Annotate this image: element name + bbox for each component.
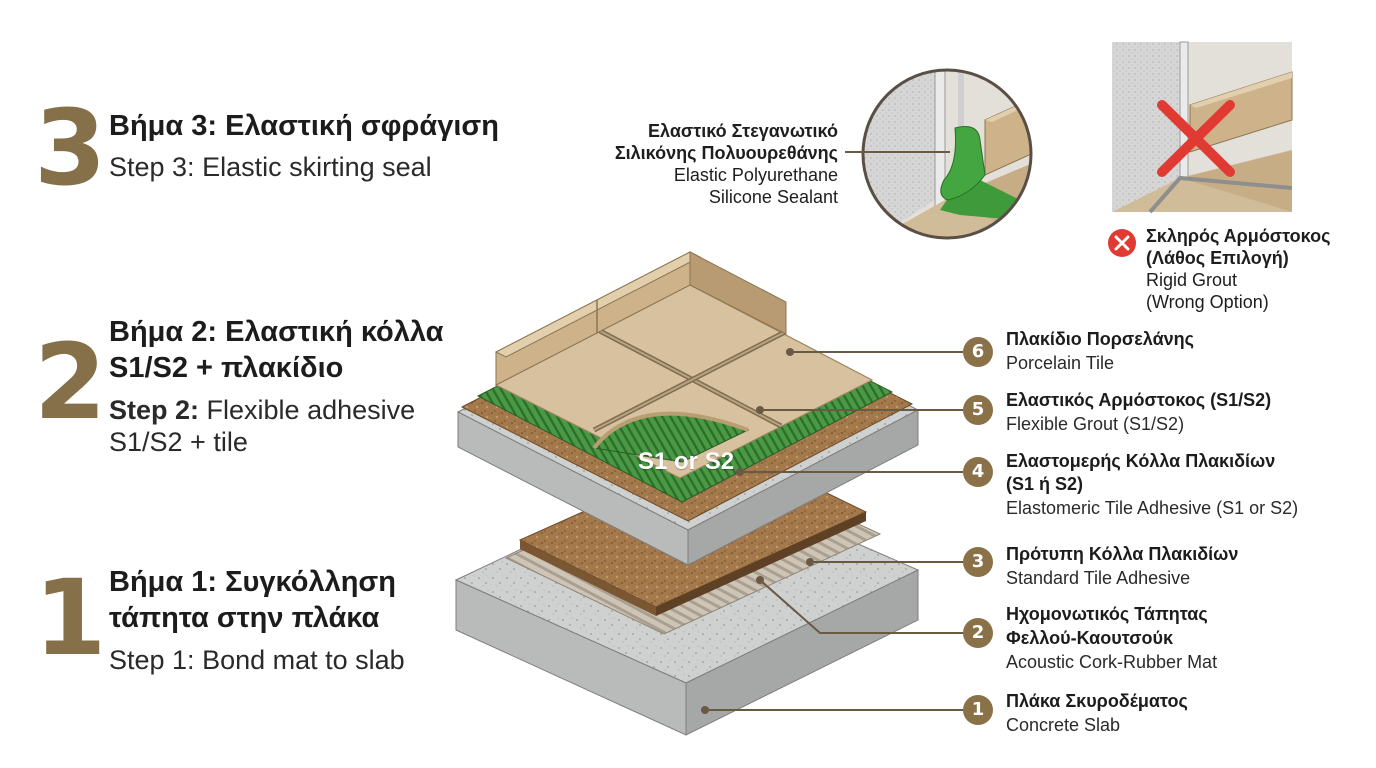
wrong-gr-2: (Λάθος Επιλογή) [1146, 248, 1289, 268]
sealant-detail-ring [861, 68, 1033, 240]
layer-3-badge: 3 [963, 547, 993, 577]
layer-1-gr: Πλάκα Σκυροδέματος [1006, 691, 1188, 711]
layer-1-badge: 1 [963, 695, 993, 725]
layer-2-badge: 2 [963, 618, 993, 648]
step-2-title-gr-2: S1/S2 + πλακίδιο [109, 352, 344, 384]
layer-4-gr-2: (S1 ή S2) [1006, 474, 1084, 494]
cork-mat-side-right [656, 512, 866, 616]
step-2-en-bold: Step 2: [109, 395, 200, 425]
lower-slab-right [685, 569, 919, 736]
step-3-title-gr: Βήμα 3: Ελαστική σφράγιση [109, 110, 499, 142]
layer-4-gr-1: Ελαστομερής Κόλλα Πλακιδίων [1006, 451, 1276, 471]
sealant-gr-2: Σιλικόνης Πολυουρεθάνης [614, 143, 838, 163]
adhesive-label: S1 or S2 [638, 448, 735, 475]
step-2-en-rest: Flexible adhesive [199, 395, 416, 425]
skirting-right [689, 251, 787, 335]
layer-3-en: Standard Tile Adhesive [1006, 568, 1191, 588]
step-3-title-en: Step 3: Elastic skirting seal [109, 152, 432, 182]
layer-3-gr: Πρότυπη Κόλλα Πλακιδίων [1006, 544, 1239, 564]
sealant-callout: Ελαστικό Στεγανωτικό Σιλικόνης Πολυουρεθ… [560, 120, 838, 208]
layer-6-gr: Πλακίδιο Πορσελάνης [1006, 329, 1195, 349]
step-2-title-gr-1: Βήμα 2: Ελαστική κόλλα [109, 316, 444, 348]
layer-5-gr: Ελαστικός Αρμόστοκος (S1/S2) [1006, 390, 1272, 410]
layer-1-en: Concrete Slab [1006, 715, 1121, 735]
layer-4-badge: 4 [963, 457, 993, 487]
wrong-gr-1: Σκληρός Αρμόστοκος [1146, 226, 1331, 246]
rigid-grout-detail [1112, 41, 1293, 214]
step-1-title-gr-1: Βήμα 1: Συγκόλληση [109, 566, 396, 598]
step-2-title-en-2: S1/S2 + tile [109, 427, 248, 457]
layer-6-en: Porcelain Tile [1006, 353, 1115, 373]
sealant-gr-1: Ελαστικό Στεγανωτικό [648, 121, 838, 141]
layer-6-badge: 6 [963, 337, 993, 367]
step-1-title-en: Step 1: Bond mat to slab [109, 645, 405, 675]
step-1-title-gr-2: τάπητα στην πλάκα [109, 602, 380, 634]
sealant-en-1: Elastic Polyurethane [673, 165, 838, 185]
step-1-number: 1 [34, 557, 106, 679]
layer-2-gr-2: Φελλού-Καουτσούκ [1006, 628, 1174, 648]
layer-2-en: Acoustic Cork-Rubber Mat [1006, 652, 1218, 672]
upper-slab-right [687, 409, 919, 566]
layer-5-badge: 5 [963, 395, 993, 425]
wrong-option-text: Σκληρός Αρμόστοκος (Λάθος Επιλογή) Rigid… [1146, 225, 1330, 313]
cork-mat-side-left [520, 540, 656, 616]
step-2-number: 2 [34, 321, 106, 443]
wrong-en-1: Rigid Grout [1146, 270, 1238, 290]
layer-4-en: Elastomeric Tile Adhesive (S1 or S2) [1006, 498, 1299, 518]
step-3-number: 3 [34, 87, 106, 209]
layer-2-gr-1: Ηχομονωτικός Τάπητας [1006, 604, 1208, 624]
layer-5-en: Flexible Grout (S1/S2) [1006, 414, 1185, 434]
step-2-title-en-1: Step 2: Flexible adhesive [109, 395, 415, 426]
cross-circle-icon [1108, 229, 1136, 257]
sealant-en-2: Silicone Sealant [708, 187, 838, 207]
wrong-en-2: (Wrong Option) [1146, 292, 1269, 312]
